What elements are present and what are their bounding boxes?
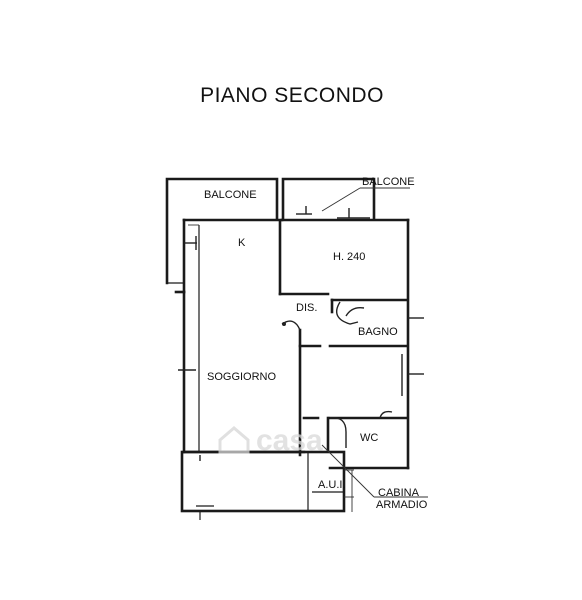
plan-title: PIANO SECONDO [200, 84, 384, 107]
label-soggiorno: SOGGIORNO [207, 371, 277, 383]
label-kitchen: K [238, 237, 246, 249]
label-balcone-right: BALCONE [362, 176, 415, 188]
window-marks [178, 206, 424, 461]
watermark: casa [218, 424, 323, 457]
door-hinge-dot [282, 322, 286, 326]
house-icon [218, 426, 250, 454]
door-swings [281, 301, 393, 448]
label-balcone-left: BALCONE [204, 189, 257, 201]
label-dis: DIS. [296, 302, 317, 314]
label-bagno: BAGNO [358, 326, 398, 338]
balcony-right [281, 177, 376, 221]
leader-lines [321, 187, 428, 498]
label-wc: WC [360, 432, 378, 444]
watermark-text: casa [256, 424, 323, 457]
interior-walls [278, 220, 408, 457]
label-cabina: CABINA [378, 487, 420, 499]
label-aui: A.U.I. [318, 479, 346, 491]
bottom-block [180, 450, 354, 520]
label-armadio: ARMADIO [376, 499, 428, 511]
label-height: H. 240 [333, 251, 365, 263]
